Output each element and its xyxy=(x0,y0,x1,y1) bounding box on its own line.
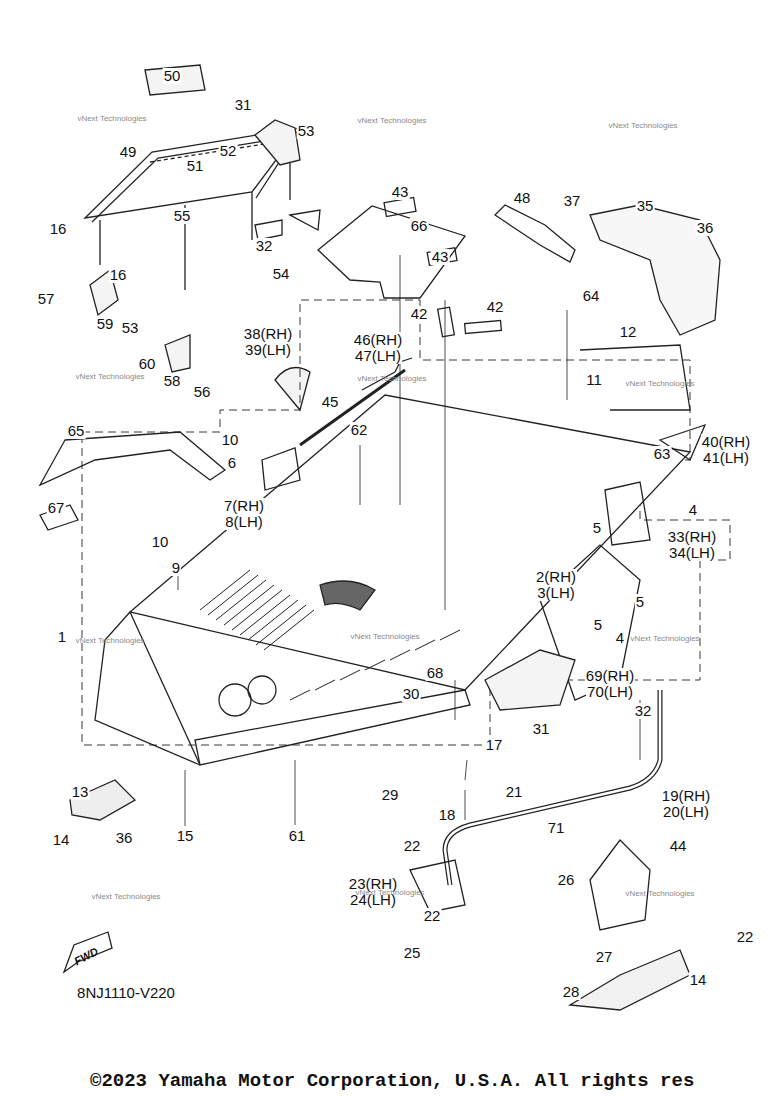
callout-number: 10 xyxy=(221,432,240,448)
watermark: vNext Technologies xyxy=(630,634,699,643)
callout-number: 31 xyxy=(532,721,551,737)
watermark: vNext Technologies xyxy=(75,372,144,381)
callout-number: 60 xyxy=(138,356,157,372)
callout-number: 59 xyxy=(96,316,115,332)
callout-number: 50 xyxy=(163,68,182,84)
callout-number: 14 xyxy=(52,832,71,848)
callout-number: 28 xyxy=(562,984,581,1000)
callout-number: 14 xyxy=(689,972,708,988)
callout-number: 39(LH) xyxy=(244,342,292,358)
callout-number: 66 xyxy=(410,218,429,234)
callout-number: 25 xyxy=(403,945,422,961)
callout-number: 17 xyxy=(485,737,504,753)
callout-number: 30 xyxy=(402,686,421,702)
callout-number: 51 xyxy=(186,158,205,174)
callout-number: 67 xyxy=(47,500,66,516)
callout-number: 43 xyxy=(431,249,450,265)
callout-number: 37 xyxy=(563,193,582,209)
callout-number: 19(RH) xyxy=(661,788,711,804)
callout-number: 29 xyxy=(381,787,400,803)
callout-number: 41(LH) xyxy=(702,450,750,466)
callout-number: 44 xyxy=(669,838,688,854)
callout-number: 48 xyxy=(513,190,532,206)
callout-number: 15 xyxy=(176,828,195,844)
callout-number: 65 xyxy=(67,423,86,439)
callout-number: 56 xyxy=(193,384,212,400)
callout-number: 53 xyxy=(121,320,140,336)
watermark: vNext Technologies xyxy=(625,889,694,898)
callout-number: 54 xyxy=(272,266,291,282)
callout-number: 46(RH) xyxy=(353,332,403,348)
callout-number: 71 xyxy=(547,820,566,836)
callout-number: 63 xyxy=(653,446,672,462)
watermark: vNext Technologies xyxy=(357,374,426,383)
callout-number: 10 xyxy=(151,534,170,550)
callout-number: 35 xyxy=(636,198,655,214)
callout-number: 32 xyxy=(634,703,653,719)
callout-number: 36 xyxy=(115,830,134,846)
callout-number: 2(RH) xyxy=(535,569,577,585)
callout-number: 18 xyxy=(438,807,457,823)
callout-number: 55 xyxy=(173,208,192,224)
callout-number: 47(LH) xyxy=(354,348,402,364)
callout-number: 40(RH) xyxy=(701,434,751,450)
callout-number: 42 xyxy=(486,299,505,315)
callout-number: 32 xyxy=(255,238,274,254)
callout-number: 20(LH) xyxy=(662,804,710,820)
watermark: vNext Technologies xyxy=(608,121,677,130)
callout-number: 22 xyxy=(736,929,755,945)
callout-number: 4 xyxy=(615,630,625,646)
watermark: vNext Technologies xyxy=(355,888,424,897)
callout-number: 62 xyxy=(350,422,369,438)
callout-number: 22 xyxy=(423,908,442,924)
callout-number: 11 xyxy=(585,372,603,388)
callout-number: 57 xyxy=(37,291,56,307)
callout-number: 68 xyxy=(426,665,445,681)
callout-number: 61 xyxy=(288,828,307,844)
callout-number: 13 xyxy=(71,784,90,800)
callout-number: 9 xyxy=(171,560,181,576)
callout-number: 52 xyxy=(219,143,238,159)
callout-number: 53 xyxy=(297,123,316,139)
watermark: vNext Technologies xyxy=(357,116,426,125)
callout-number: 38(RH) xyxy=(243,326,293,342)
callout-number: 42 xyxy=(410,306,429,322)
callout-number: 5 xyxy=(593,617,603,633)
callout-number: 34(LH) xyxy=(668,545,716,561)
callout-number: 69(RH) xyxy=(585,668,635,684)
callout-number: 22 xyxy=(403,838,422,854)
callout-number: 64 xyxy=(582,288,601,304)
callout-number: 5 xyxy=(592,520,602,536)
copyright-caption: ©2023 Yamaha Motor Corporation, U.S.A. A… xyxy=(90,1070,694,1092)
watermark: vNext Technologies xyxy=(350,632,419,641)
callout-number: 21 xyxy=(505,784,524,800)
callout-number: 58 xyxy=(163,373,182,389)
callout-number: 5 xyxy=(635,594,645,610)
callout-number: 45 xyxy=(321,394,340,410)
callout-number: 31 xyxy=(234,97,253,113)
callout-number: 43 xyxy=(391,184,410,200)
diagram-code: 8NJ1110-V220 xyxy=(76,985,176,1001)
callout-number: 36 xyxy=(696,220,715,236)
watermark: vNext Technologies xyxy=(77,114,146,123)
callout-number: 12 xyxy=(619,324,638,340)
callout-number: 16 xyxy=(49,221,68,237)
callout-number: 1 xyxy=(57,629,67,645)
watermark: vNext Technologies xyxy=(625,379,694,388)
callout-number: 70(LH) xyxy=(586,684,634,700)
watermark: vNext Technologies xyxy=(91,892,160,901)
callout-number: 7(RH) xyxy=(223,498,265,514)
callout-number: 6 xyxy=(227,455,237,471)
callout-number: 16 xyxy=(109,267,128,283)
callout-number: 26 xyxy=(557,872,576,888)
callout-number: 3(LH) xyxy=(536,585,576,601)
callout-number: 8(LH) xyxy=(224,514,264,530)
callout-number: 27 xyxy=(595,949,614,965)
callout-number: 4 xyxy=(688,502,698,518)
callout-number: 49 xyxy=(119,144,138,160)
watermark: vNext Technologies xyxy=(75,636,144,645)
callout-number: 33(RH) xyxy=(667,529,717,545)
